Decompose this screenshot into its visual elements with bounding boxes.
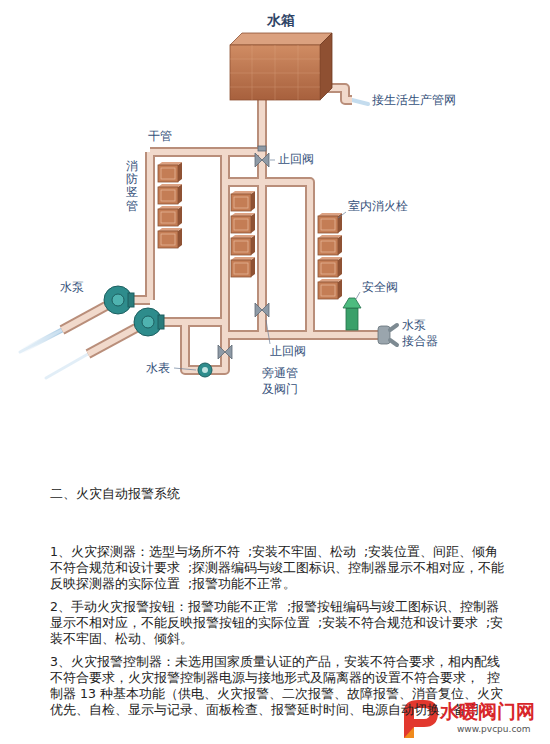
valve-label: 安全阀 bbox=[362, 280, 398, 296]
valve-label: 止回阀 bbox=[270, 344, 306, 360]
pipe-label: 接生活生产管网 bbox=[372, 93, 456, 109]
adapter-label: 水泵 接合器 bbox=[402, 318, 440, 349]
tank-label: 水箱 bbox=[267, 12, 295, 30]
watermark-url: www.pvcpu.com bbox=[457, 724, 531, 736]
watermark-text: 水暖阀门网 bbox=[440, 699, 535, 724]
hydrant-label: 室内消火栓 bbox=[348, 199, 408, 215]
section-heading: 二、火灾自动报警系统 bbox=[50, 486, 180, 502]
body-paragraph: 2、手动火灾报警按钮：报警功能不正常 ;报警按钮编码与竣工图标识、控制器显示不相… bbox=[50, 599, 505, 647]
bypass-label: 旁通管 及阀门 bbox=[262, 366, 300, 397]
meter-label: 水表 bbox=[146, 361, 170, 377]
body-paragraph: 3、火灾报警控制器：未选用国家质量认证的产品，安装不符合要求，相内配线不符合要求… bbox=[50, 654, 505, 718]
body-paragraph: 1、火灾探测器：选型与场所不符 ;安装不牢固、松动 ;安装位置、间距、倾角不符合… bbox=[50, 544, 505, 592]
pipe-label: 干管 bbox=[148, 129, 172, 145]
pipe-label: 消防竖管 bbox=[126, 160, 138, 213]
pump-label: 水泵 bbox=[60, 280, 84, 296]
tank-node: 水箱 bbox=[262, 11, 300, 31]
valve-label: 止回阀 bbox=[278, 152, 314, 168]
